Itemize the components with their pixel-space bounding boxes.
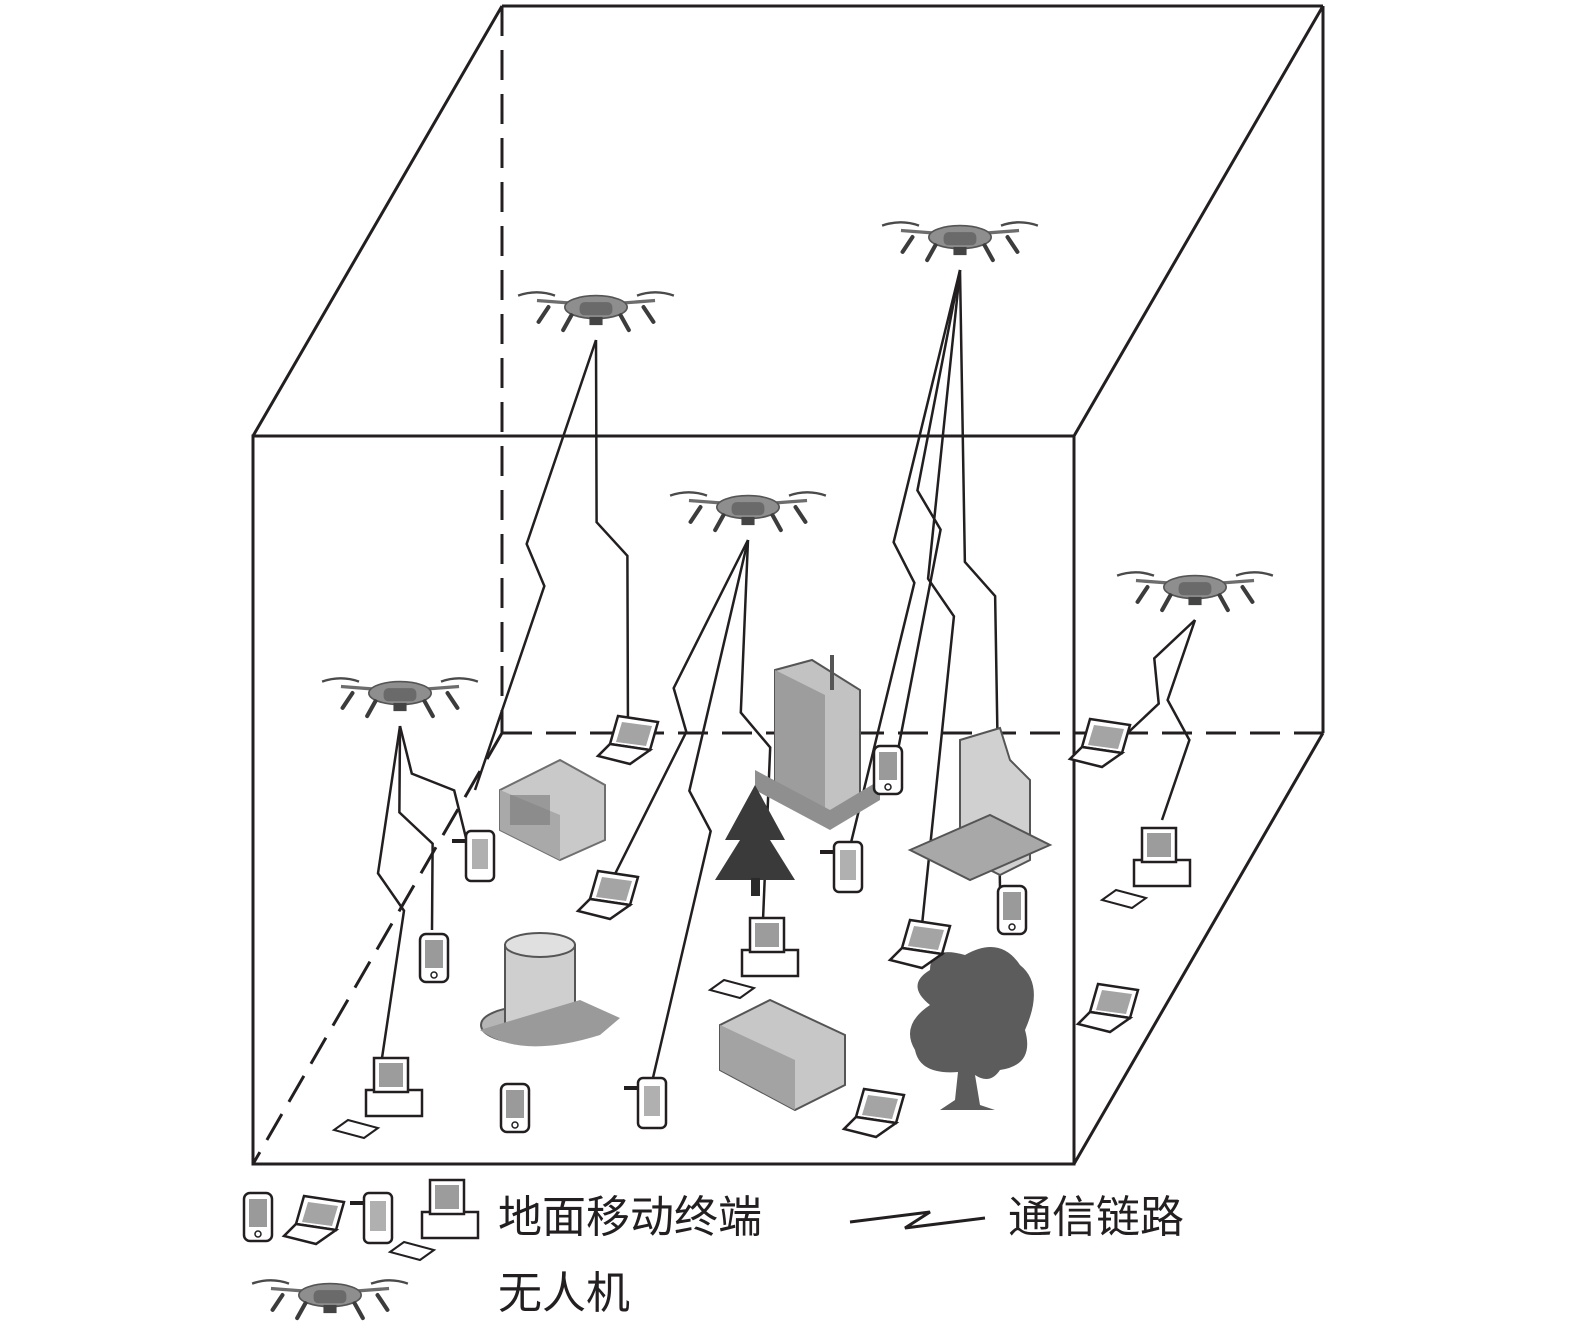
uav-drone-icon <box>322 678 478 716</box>
handheld-terminal-icon <box>818 840 864 894</box>
communication-link <box>1117 619 1196 743</box>
laptop-icon <box>1076 982 1140 1034</box>
legend-uav-label: 无人机 <box>498 1268 630 1319</box>
tree-pine <box>715 785 795 896</box>
building-tower-center <box>755 655 880 830</box>
building-office-left <box>499 758 606 862</box>
handheld-terminal-icon <box>450 829 496 883</box>
communication-link <box>398 725 468 839</box>
uav-drone-icon <box>670 492 826 530</box>
mobile-phone-icon <box>872 744 904 796</box>
mobile-phone-icon <box>996 884 1028 936</box>
tree-oak <box>910 947 1034 1110</box>
communication-link <box>473 339 598 791</box>
legend-link-label: 通信链路 <box>1008 1192 1184 1243</box>
laptop-icon <box>576 869 640 921</box>
communication-link <box>846 269 962 856</box>
communication-link <box>594 339 630 739</box>
desktop-computer-icon <box>388 1178 480 1262</box>
mobile-phone-icon <box>418 932 450 984</box>
mobile-phone-icon <box>242 1191 274 1243</box>
desktop-computer-icon <box>332 1056 424 1140</box>
laptop-icon <box>1068 717 1132 769</box>
handheld-terminal-icon <box>348 1191 394 1245</box>
legend-link-symbol <box>849 1210 986 1230</box>
mobile-phone-icon <box>499 1082 531 1134</box>
laptop-icon <box>842 1087 906 1139</box>
communication-link <box>920 269 962 926</box>
communication-link <box>1160 619 1197 821</box>
legend-icons <box>242 1178 986 1318</box>
laptop-icon <box>282 1194 346 1246</box>
uav-drone-icon <box>252 1280 408 1318</box>
legend-ground-terminal-label: 地面移动终端 <box>498 1192 762 1243</box>
laptop-icon <box>596 714 660 766</box>
desktop-computer-icon <box>1100 826 1192 910</box>
communication-link <box>650 539 750 1083</box>
building-round-tower <box>480 932 620 1047</box>
building-low-block <box>719 998 846 1112</box>
communication-link <box>896 269 962 751</box>
airspace-cube <box>251 4 1325 1166</box>
desktop-computer-icon <box>708 916 800 1000</box>
building-skyscraper-right <box>907 726 1053 882</box>
communication-link <box>376 725 406 1059</box>
uav-drone-icon <box>1117 572 1273 610</box>
handheld-terminal-icon <box>622 1076 668 1130</box>
communication-link <box>610 539 750 881</box>
uav-drone-icon <box>882 222 1038 260</box>
communication-link <box>398 725 434 931</box>
uav-drone-icon <box>518 292 674 330</box>
